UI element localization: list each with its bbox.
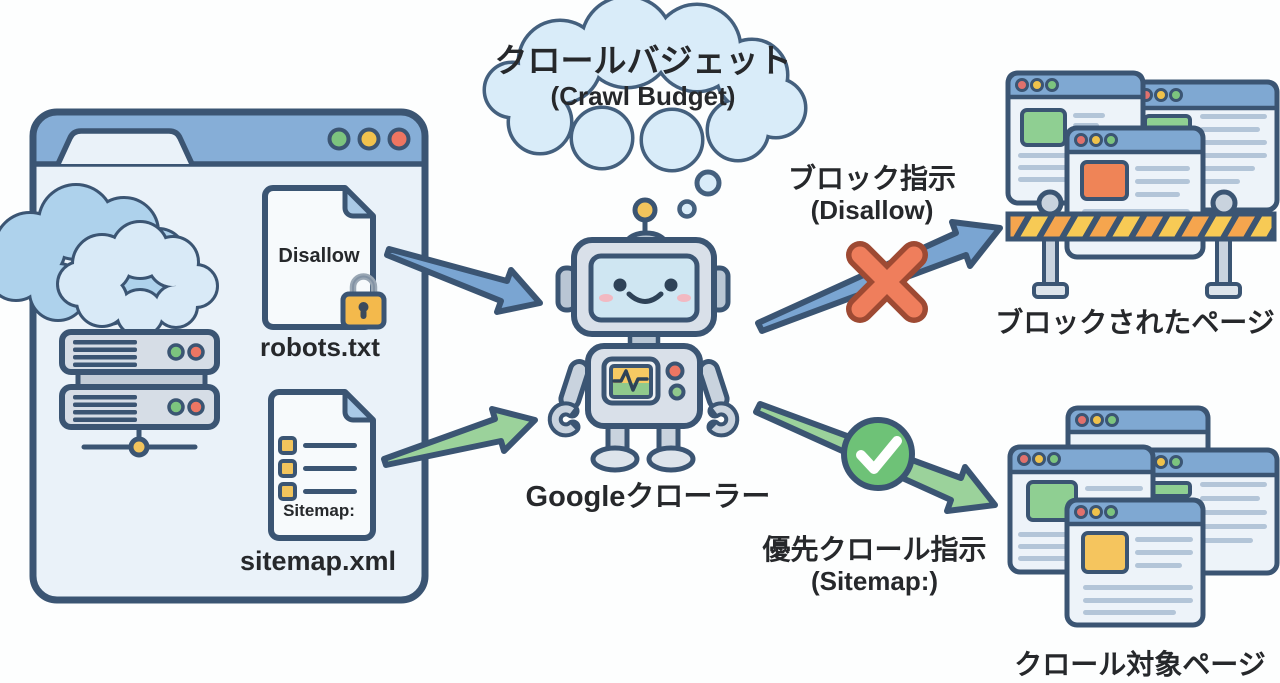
robot-face-screen [588,253,700,323]
robot-chest-panel [601,356,661,406]
checklist-icon [278,436,357,501]
robot-foot-left [590,445,640,473]
lock-icon [340,273,387,330]
traffic-light-red [387,127,411,151]
browser-tab [55,128,195,166]
crawl-budget-title-jp: クロールバジェット [494,42,792,79]
blocked-pages-label: ブロックされたページ [995,307,1275,338]
crawl-budget-title-en: (Crawl Budget) [550,80,736,111]
blocked-pages-icon [1005,70,1280,299]
thought-dot-small [677,199,697,219]
browser-window-icon [1064,497,1206,628]
server-stack-icon [59,329,220,458]
thought-dot-large [694,169,722,197]
traffic-light-green [327,127,351,151]
block-route-title-en: (Disallow) [810,195,934,226]
sitemap-xml-label: sitemap.xml [239,546,397,576]
robots-txt-label: robots.txt [260,332,380,362]
priority-route-label: 優先クロール指示 (Sitemap:) [753,533,996,597]
barrier-icon [1005,189,1277,299]
sitemap-doc-text: Sitemap: [283,501,355,520]
google-crawler-label: Googleクローラー [525,481,771,513]
arrow-sitemap-to-crawler [381,406,538,468]
traffic-light-yellow [357,127,381,151]
traffic-lights [327,127,411,151]
block-route-title-jp: ブロック指示 [787,163,956,194]
google-crawler-robot-icon [547,197,740,473]
priority-route-title-en: (Sitemap:) [810,566,939,597]
page-fold [342,389,376,423]
robot-button-green [668,383,686,401]
robots-doc-text: Disallow [278,245,360,267]
crawl-budget-label: クロールバジェット (Crawl Budget) [490,42,796,112]
crawl-target-pages-label: クロール対象ページ [1014,649,1266,680]
crawl-target-pages-icon [1007,405,1280,628]
page-fold [342,185,376,219]
robot-button-red [665,361,685,381]
thought-cloud-icon [482,0,808,173]
network-node [128,436,150,458]
priority-route-title-jp: 優先クロール指示 [762,534,987,565]
cloud-front-icon [56,220,219,338]
block-route-label: ブロック指示 (Disallow) [762,162,982,226]
antenna-ball [632,197,658,223]
x-mark-icon [846,241,928,323]
arrow-robots-to-crawler [384,246,543,315]
robots-txt-document-icon [262,185,387,330]
robot-foot-right [646,445,696,473]
check-mark-icon [841,417,915,491]
sitemap-document-icon [268,389,376,541]
